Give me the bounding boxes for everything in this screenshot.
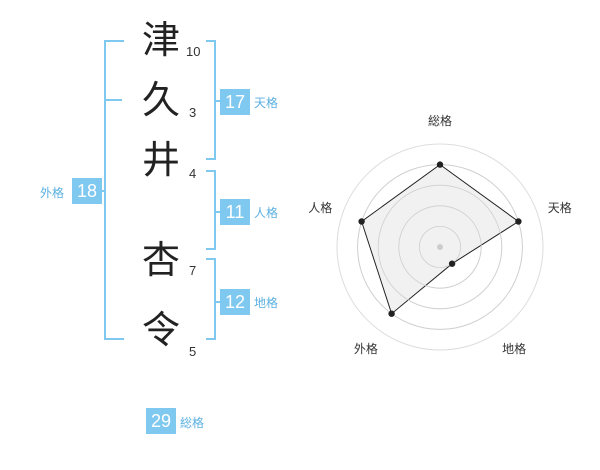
radar-axis-label-1: 総格 xyxy=(428,113,452,128)
radar-axis-label-4: 外格 xyxy=(354,341,378,356)
soukaku-label: 総格 xyxy=(180,416,205,430)
name-char-4: 杏 xyxy=(141,238,180,282)
radar-axis-label-2: 天格 xyxy=(548,200,572,215)
radar-ring-overlay-1 xyxy=(418,225,461,268)
gaikaku-label: 外格 xyxy=(40,186,65,200)
radar-point-3 xyxy=(448,260,456,267)
tenkaku-link xyxy=(214,100,222,102)
chikaku-link xyxy=(214,301,222,303)
radar-ring-overlay-2 xyxy=(398,205,482,289)
gaikaku-mid-tick xyxy=(104,99,122,101)
stroke-count-2: 3 xyxy=(189,105,197,120)
gaikaku-link xyxy=(98,190,106,192)
name-char-2: 久 xyxy=(141,78,180,122)
tenkaku-value-badge: 17 xyxy=(220,89,250,115)
stroke-count-1: 10 xyxy=(186,44,201,59)
chikaku-bracket xyxy=(206,258,216,340)
stroke-count-3: 4 xyxy=(189,166,197,181)
chikaku-value-badge: 12 xyxy=(220,289,250,315)
jinkaku-value-badge: 11 xyxy=(220,199,250,225)
radar-series xyxy=(357,161,523,330)
radar-axis-label-3: 地格 xyxy=(502,341,526,356)
stroke-count-5: 5 xyxy=(189,344,197,359)
stroke-count-4: 7 xyxy=(189,263,197,278)
soukaku-value-badge: 29 xyxy=(146,408,176,434)
radar-point-2 xyxy=(515,218,522,225)
radar-ring-overlay-3 xyxy=(377,184,503,310)
tenkaku-label: 天格 xyxy=(254,96,279,110)
radar-data-polygon xyxy=(361,163,520,315)
jinkaku-bracket xyxy=(206,170,216,250)
radar-point-1 xyxy=(436,161,444,168)
chikaku-label: 地格 xyxy=(254,296,279,310)
name-char-1: 津 xyxy=(141,18,180,62)
radar-point-4 xyxy=(388,310,395,317)
gaikaku-value-badge: 18 xyxy=(72,178,102,204)
name-char-3: 井 xyxy=(141,138,180,182)
radar-axis-label-5: 人格 xyxy=(308,200,332,215)
jinkaku-label: 人格 xyxy=(254,206,279,220)
name-char-5: 令 xyxy=(141,308,180,352)
jinkaku-link xyxy=(214,211,222,213)
radar-center-point xyxy=(437,244,443,250)
radar-point-5 xyxy=(358,218,365,225)
